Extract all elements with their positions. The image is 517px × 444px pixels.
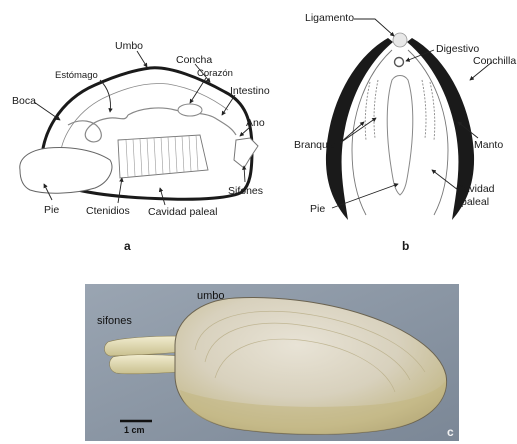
panel-c-photo bbox=[85, 284, 459, 441]
label-paleal-b: paleal bbox=[461, 197, 489, 208]
panel-a-letter: a bbox=[124, 240, 131, 252]
panel-c-letter: c bbox=[447, 426, 454, 438]
label-manto: Manto bbox=[474, 140, 503, 151]
label-ctenidios: Ctenidios bbox=[86, 206, 130, 217]
panel-b-ligament bbox=[393, 33, 407, 47]
label-boca: Boca bbox=[12, 96, 36, 107]
panel-a-ctenidia bbox=[118, 135, 208, 178]
panel-a-heart bbox=[178, 104, 202, 116]
label-pie-b: Pie bbox=[310, 204, 325, 215]
panel-b-letter: b bbox=[402, 240, 409, 252]
panel-a-foot bbox=[20, 148, 112, 194]
label-branquia: Branquia bbox=[294, 140, 336, 151]
label-ligamento: Ligamento bbox=[305, 13, 354, 24]
label-corazon: Corazón bbox=[197, 69, 233, 79]
label-cavidad-paleal-a: Cavidad paleal bbox=[148, 207, 217, 218]
label-umbo: Umbo bbox=[115, 41, 143, 52]
label-digestivo: Digestivo bbox=[436, 44, 479, 55]
label-pie-a: Pie bbox=[44, 205, 59, 216]
label-cavidad-b: Cavidad bbox=[456, 184, 495, 195]
label-concha: Concha bbox=[176, 55, 212, 66]
panel-b-right-gills bbox=[422, 80, 435, 140]
panel-b-foot bbox=[387, 76, 413, 196]
panel-a-siphon bbox=[234, 138, 258, 168]
label-ano: Ano bbox=[246, 118, 265, 129]
label-estomago: Estómago bbox=[55, 71, 98, 81]
photo-scale-label: 1 cm bbox=[124, 426, 145, 435]
label-conchilla: Conchilla bbox=[473, 56, 516, 67]
panel-b-digestive bbox=[395, 58, 404, 67]
photo-label-sifones: sifones bbox=[97, 316, 132, 327]
panel-b-left-gills bbox=[365, 80, 378, 140]
label-sifones: Sifones bbox=[228, 186, 263, 197]
photo-label-umbo: umbo bbox=[197, 291, 225, 302]
label-intestino: Intestino bbox=[230, 86, 270, 97]
